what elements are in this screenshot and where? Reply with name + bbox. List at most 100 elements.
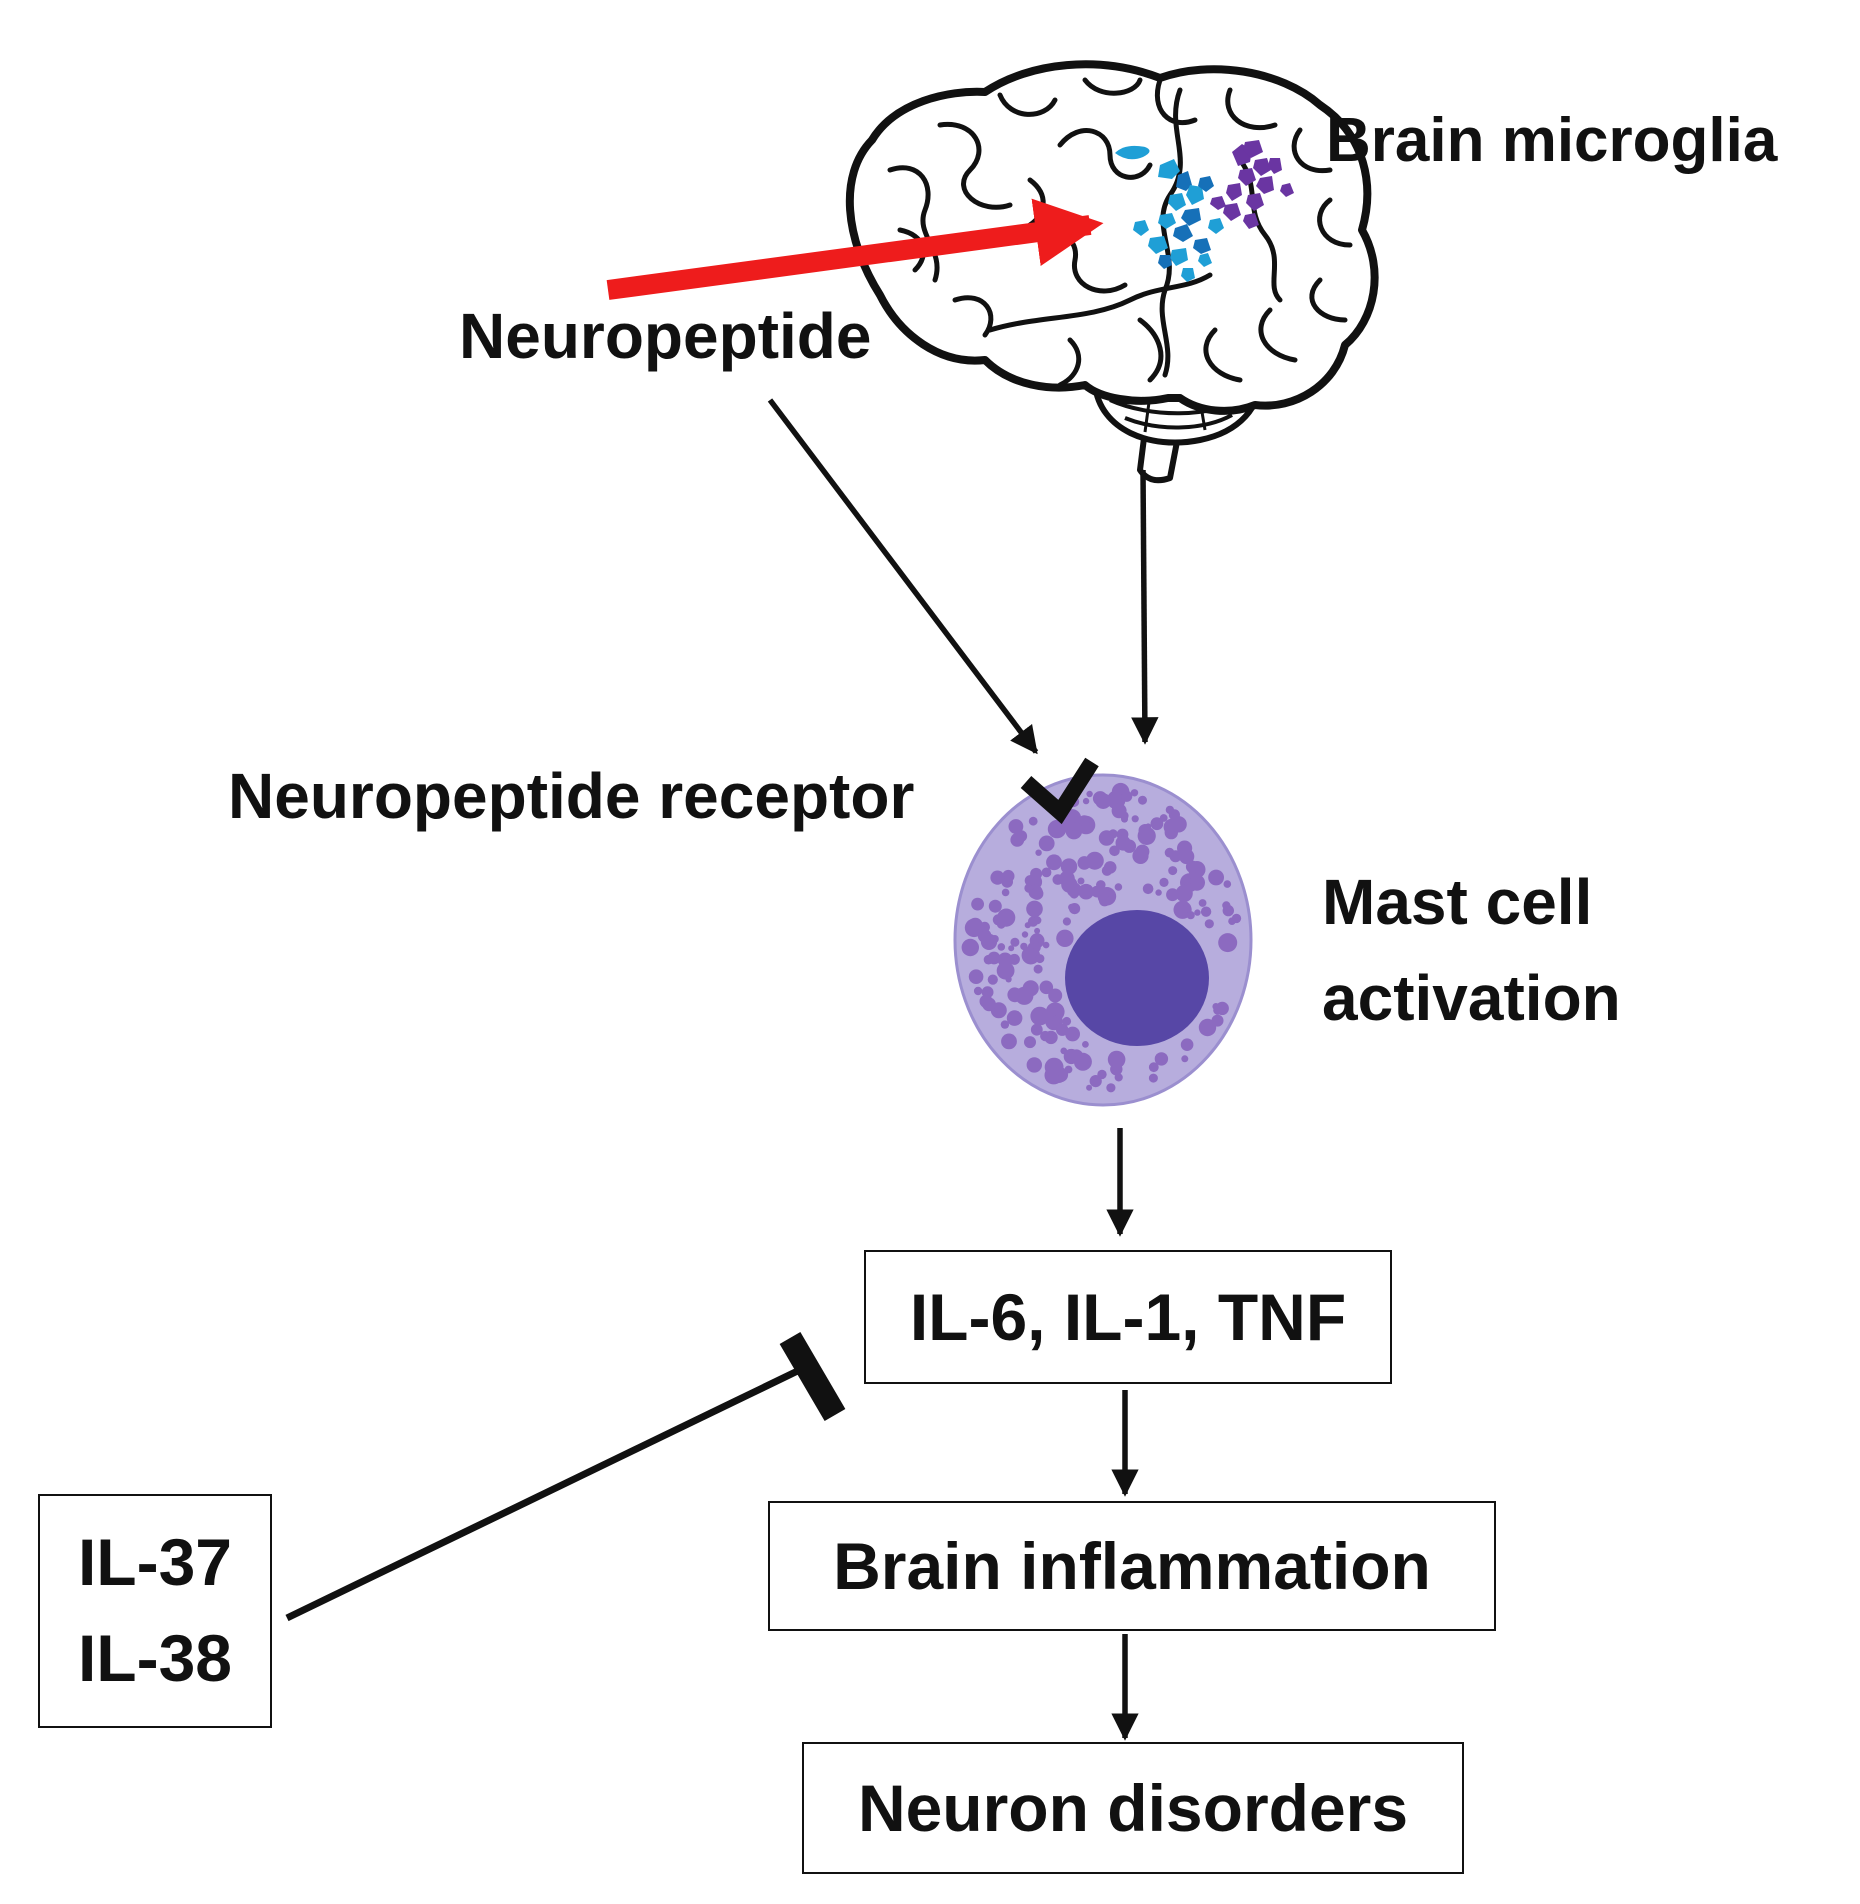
cell-granule	[1182, 876, 1192, 886]
cell-granule	[1010, 833, 1025, 847]
cell-granule	[997, 908, 1016, 927]
cell-granule	[1137, 826, 1156, 846]
inhibition-line	[285, 1331, 846, 1622]
cell-granule	[1030, 1006, 1050, 1026]
cell-granule	[1028, 942, 1035, 950]
cell-granule	[1215, 1001, 1229, 1016]
cell-granule	[1103, 861, 1117, 874]
neuropeptide-to-receptor-arrow	[767, 398, 1039, 755]
il-38-label: IL-38	[77, 1621, 233, 1695]
cell-granule	[1062, 917, 1071, 926]
il-37-label: IL-37	[77, 1525, 233, 1600]
cell-granule	[1062, 1016, 1072, 1026]
cell-granule	[1008, 945, 1015, 952]
cytokines-box: IL-6, IL-1, TNF	[864, 1250, 1392, 1384]
cell-granule	[1015, 986, 1034, 1005]
cell-granule	[1030, 887, 1044, 900]
cell-granule	[988, 899, 1002, 913]
cell-granule	[1173, 903, 1185, 915]
cell-granule	[1142, 883, 1154, 895]
cell-granule	[1166, 888, 1179, 902]
cell-granule	[1006, 1010, 1023, 1026]
cell-granule	[1111, 803, 1127, 819]
cell-granule	[1150, 817, 1164, 831]
cell-granule	[1021, 946, 1040, 965]
cell-granule	[1030, 1023, 1043, 1036]
cell-granule	[1228, 917, 1236, 925]
cell-granule	[1065, 1026, 1080, 1042]
cell-granule	[997, 952, 1013, 968]
cell-granule	[1148, 1073, 1158, 1083]
cell-granule	[1121, 790, 1133, 802]
cell-granule	[1068, 903, 1076, 911]
cell-granule	[1008, 819, 1024, 834]
cell-granule	[961, 938, 979, 957]
brain-inflammation-box: Brain inflammation	[768, 1501, 1496, 1631]
cell-granule	[1130, 789, 1139, 797]
cell-granule	[1039, 980, 1054, 995]
cell-granule	[1000, 1020, 1010, 1029]
neuropeptide-receptor-icon	[1020, 757, 1099, 825]
cell-granule	[1181, 1055, 1189, 1063]
cell-nucleus	[1065, 910, 1209, 1046]
cell-granule	[1188, 874, 1205, 891]
cell-granule	[1223, 880, 1232, 888]
cell-granule	[1180, 1038, 1194, 1051]
cell-granule	[1046, 854, 1062, 871]
cell-granule	[1106, 1083, 1116, 1093]
neuropeptide-label: Neuropeptide	[459, 300, 872, 372]
cell-granule	[1178, 848, 1195, 865]
cell-granule	[1001, 888, 1010, 897]
cell-granule	[1165, 805, 1175, 815]
cell-granule	[1122, 839, 1137, 853]
neuron-disorders-box: Neuron disorders	[802, 1742, 1464, 1874]
cell-granule	[1033, 964, 1043, 974]
cell-granule	[1114, 883, 1123, 891]
cell-granule	[1186, 911, 1195, 920]
cell-granule	[1040, 1030, 1051, 1042]
cell-granule	[1159, 877, 1169, 888]
cell-granule	[1175, 884, 1193, 903]
cell-granule	[1038, 835, 1055, 852]
cell-granule	[1108, 829, 1118, 839]
cell-granule	[1170, 816, 1187, 833]
cell-granule	[973, 986, 983, 996]
cell-granule	[1077, 877, 1085, 885]
cell-granule	[1028, 816, 1038, 826]
cell-granule	[1099, 887, 1110, 899]
brain-icon	[845, 60, 1379, 484]
cell-granule	[1078, 815, 1090, 827]
cell-granule	[1138, 795, 1147, 805]
cell-granule	[987, 974, 998, 985]
cell-granule	[1218, 933, 1238, 953]
cell-granule	[990, 935, 999, 943]
cell-granule	[1086, 1084, 1093, 1091]
cell-granule	[1071, 829, 1079, 837]
cell-granule	[1082, 797, 1090, 805]
cell-granule	[968, 969, 984, 984]
cell-granule	[1082, 1041, 1089, 1048]
cell-granule	[1155, 889, 1162, 896]
brain-to-mast-cell-arrow	[1131, 469, 1159, 745]
cell-granule	[1033, 916, 1042, 925]
cell-granule	[1198, 899, 1207, 907]
cell-granule	[964, 918, 984, 938]
mast-cell-icon	[953, 773, 1253, 1107]
neuropeptide-arrow	[606, 198, 1104, 300]
cell-granule	[1070, 1049, 1083, 1063]
cell-granule	[1095, 793, 1112, 809]
cell-granule	[1107, 1050, 1126, 1069]
mast-cell-label-line2: activation	[1322, 962, 1621, 1034]
cell-granule	[1085, 851, 1104, 870]
cell-granule	[1030, 867, 1043, 880]
cell-granule	[1200, 906, 1212, 917]
cell-granule	[1034, 927, 1041, 934]
cell-granule	[987, 951, 1001, 965]
cell-granule	[1132, 847, 1149, 865]
cell-granule	[1060, 858, 1078, 875]
cell-granule	[1148, 1062, 1159, 1073]
cell-granule	[982, 997, 996, 1012]
cell-granule	[996, 961, 1015, 980]
